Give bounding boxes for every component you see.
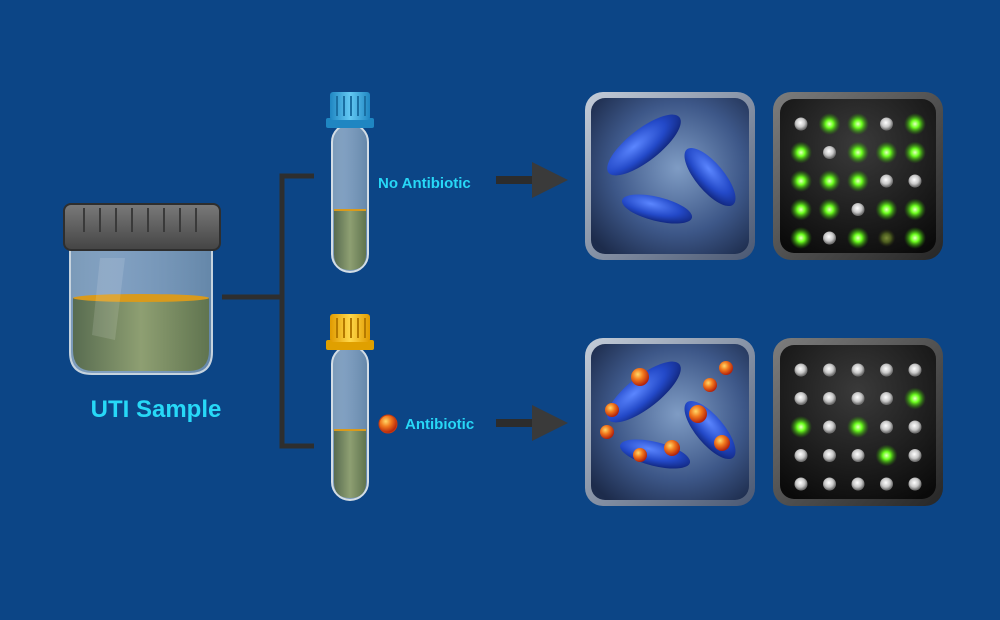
arrow-top-icon	[496, 162, 568, 198]
led-off	[908, 477, 922, 491]
led-on	[904, 227, 926, 249]
led-on	[904, 198, 926, 221]
sample-label: UTI Sample	[91, 396, 222, 423]
led-off	[794, 477, 808, 491]
led-on	[790, 141, 812, 164]
led-off	[851, 363, 865, 377]
led-off	[908, 174, 922, 188]
led-off	[851, 203, 865, 216]
test-tube-yellow-cap-icon	[326, 314, 374, 501]
led-off	[823, 449, 836, 462]
led-on	[818, 113, 841, 135]
led-on	[818, 170, 841, 192]
antibiotic-label: Antibiotic	[405, 416, 474, 433]
led-off	[880, 420, 893, 434]
led-off	[908, 420, 922, 434]
led-off	[908, 363, 922, 377]
led-on	[904, 113, 926, 135]
led-off	[851, 449, 865, 462]
led-on	[790, 416, 812, 438]
bacterium-icon	[684, 147, 736, 207]
sensor-array-panel-bottom	[773, 338, 943, 506]
led-off	[880, 117, 893, 131]
led-on	[875, 198, 898, 221]
led-off	[823, 392, 836, 405]
splitter-connector	[222, 173, 314, 449]
led-dim	[877, 229, 896, 247]
led-on	[818, 198, 841, 221]
led-off	[794, 449, 808, 462]
led-off	[880, 174, 893, 188]
specimen-jar-icon	[63, 203, 221, 375]
led-on	[847, 170, 869, 192]
led-on	[790, 170, 812, 192]
led-on	[904, 141, 926, 164]
led-off	[823, 420, 836, 434]
led-grid-top	[790, 113, 926, 249]
led-off	[880, 392, 893, 405]
led-off	[823, 363, 836, 377]
led-on	[875, 141, 898, 164]
antibiotic-particles	[600, 361, 733, 462]
led-off	[794, 392, 808, 405]
bacterium-icon	[607, 361, 681, 423]
led-on	[847, 113, 869, 135]
bacteria-panel-top	[585, 92, 755, 260]
led-off	[908, 449, 922, 462]
led-off	[823, 477, 836, 491]
led-off	[880, 363, 893, 377]
led-on	[875, 444, 898, 467]
bacterium-icon	[619, 439, 691, 469]
led-off	[851, 392, 865, 405]
led-on	[847, 227, 869, 249]
led-off	[794, 363, 808, 377]
bacteria-antibiotic-panel-bottom	[585, 338, 755, 506]
led-off	[794, 117, 808, 131]
antibiotic-particle-icon	[378, 414, 398, 434]
led-on	[790, 227, 812, 249]
led-grid-bottom	[790, 363, 926, 491]
led-off	[823, 231, 836, 245]
led-on	[904, 387, 926, 410]
led-off	[880, 477, 893, 491]
arrow-bottom-icon	[496, 405, 568, 441]
bacterium-icon	[607, 114, 681, 176]
bacterium-icon	[621, 194, 693, 224]
led-on	[790, 198, 812, 221]
no-antibiotic-label: No Antibiotic	[378, 175, 471, 192]
test-tube-blue-cap-icon	[326, 92, 374, 273]
sensor-array-panel-top	[773, 92, 943, 260]
led-off	[823, 146, 836, 159]
led-off	[851, 477, 865, 491]
led-on	[847, 416, 869, 438]
led-on	[847, 141, 869, 164]
